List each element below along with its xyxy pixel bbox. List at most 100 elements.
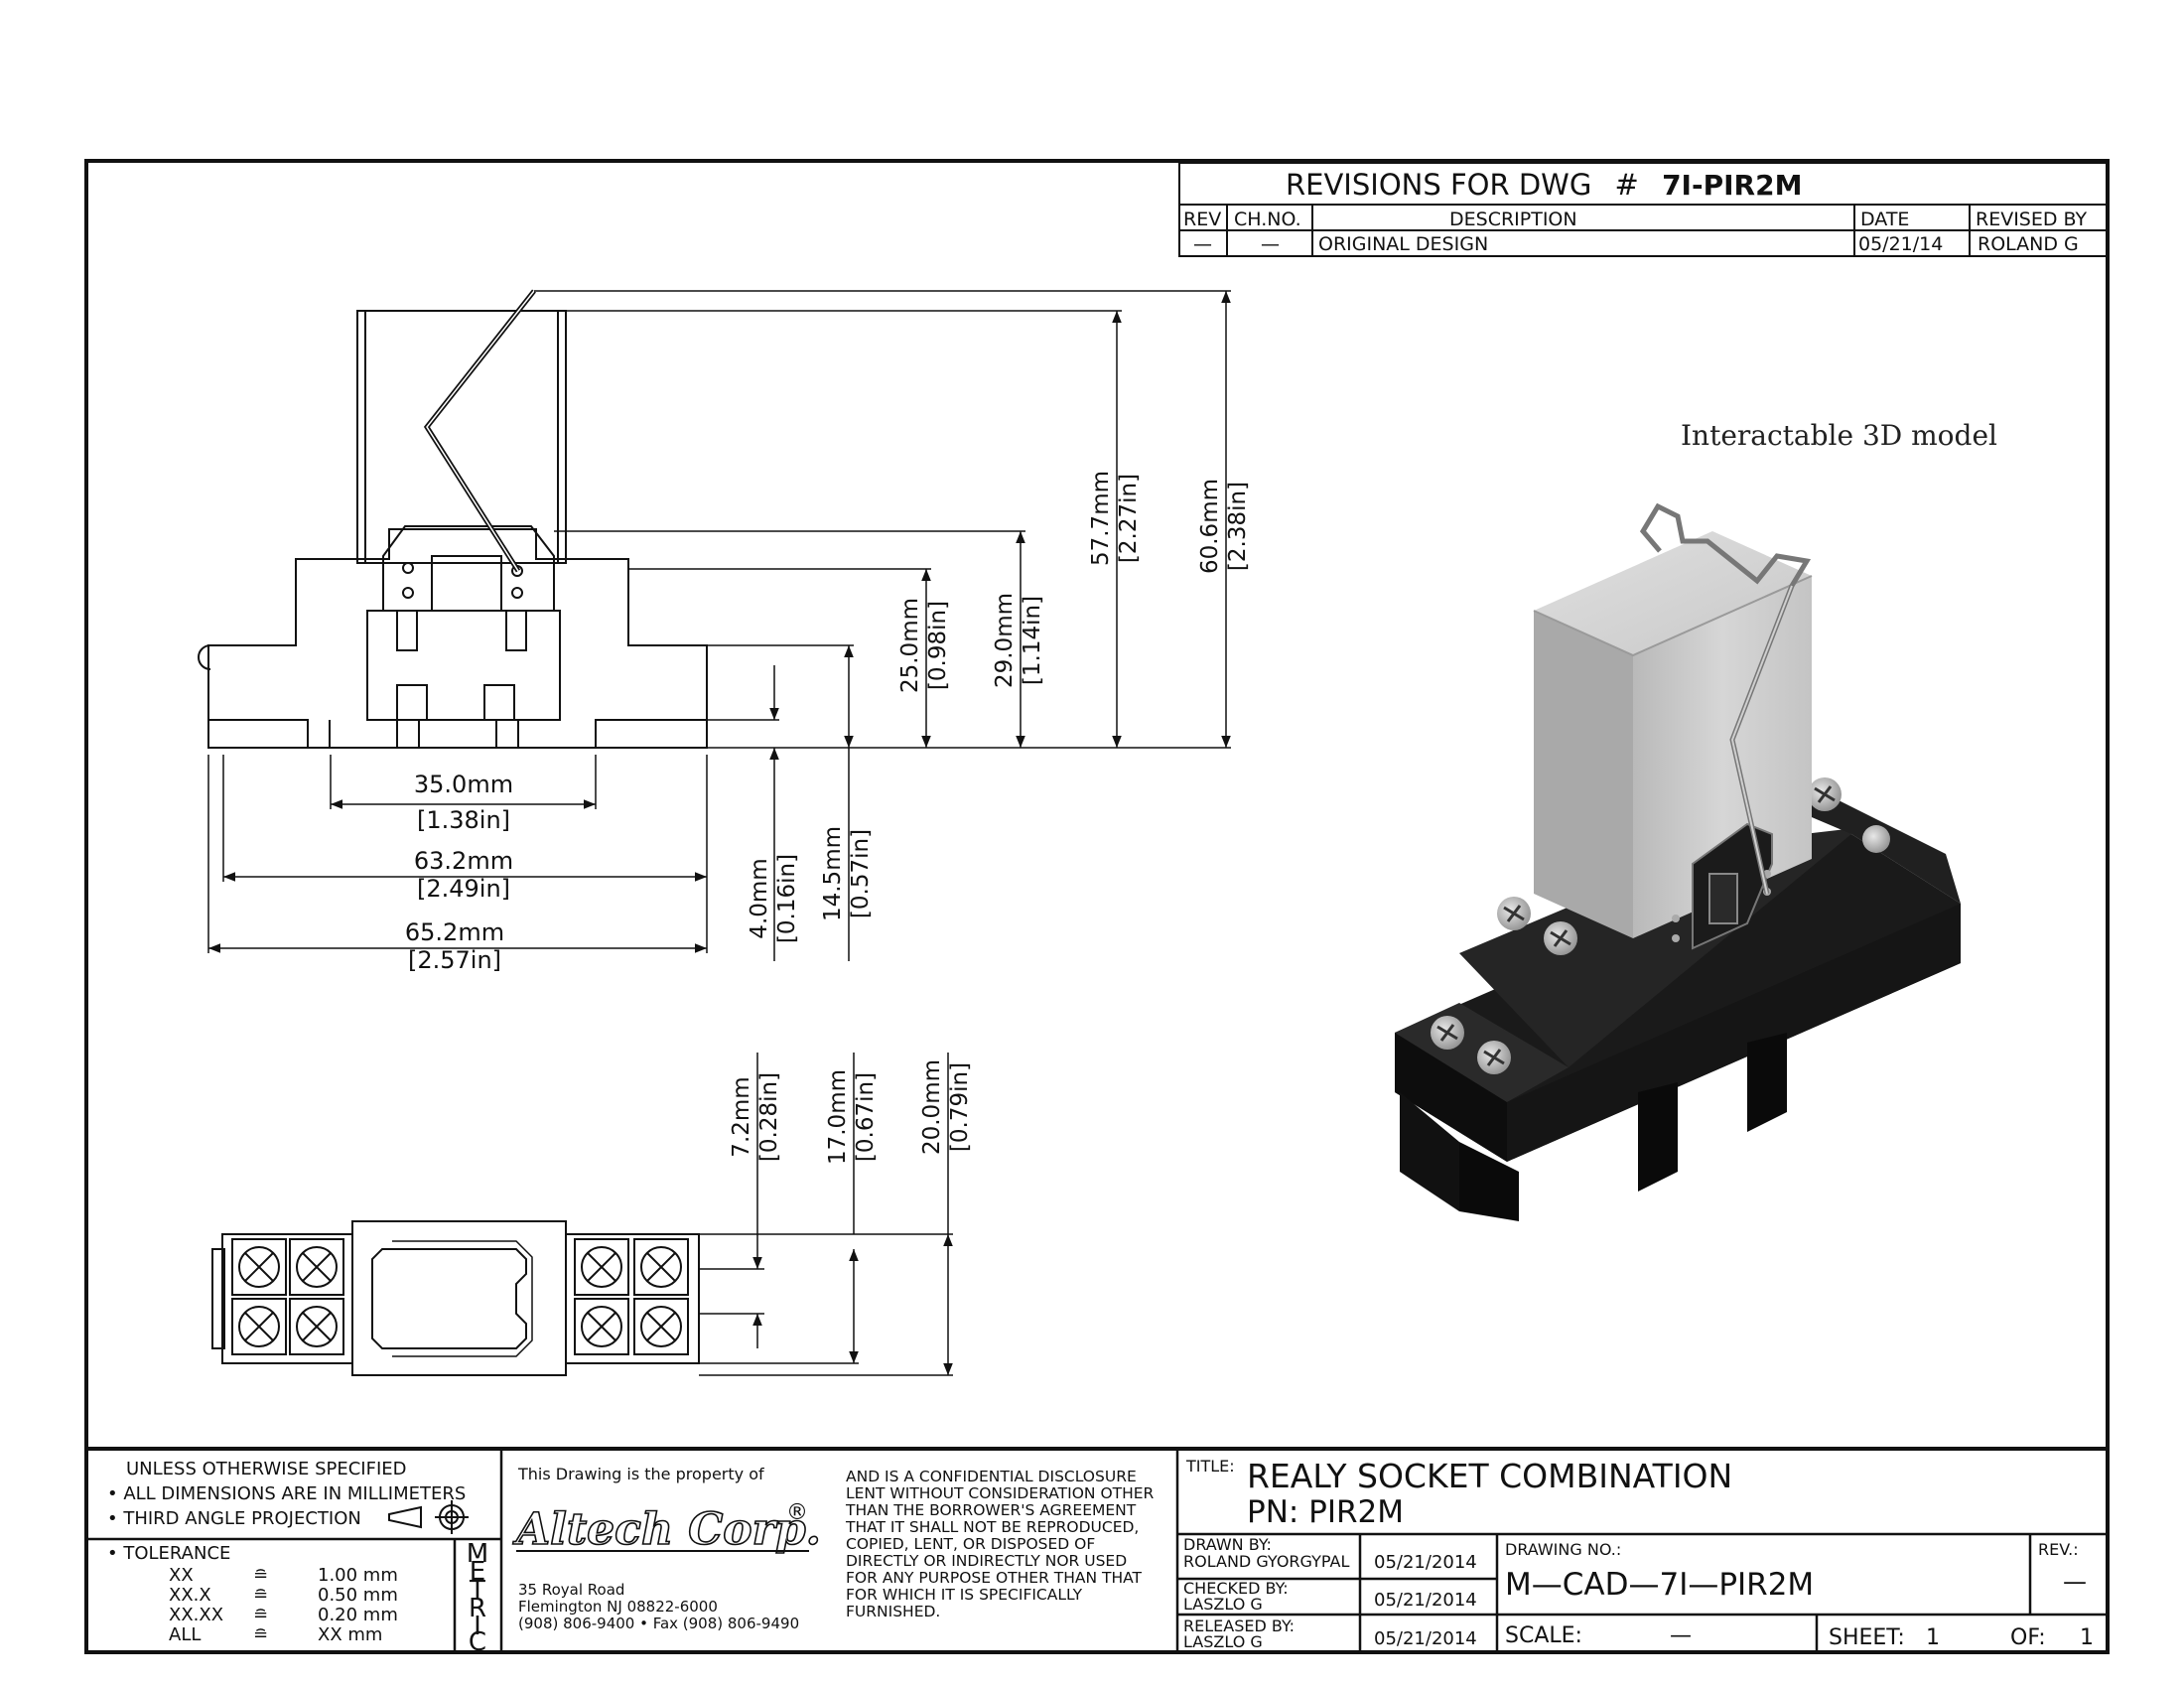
- released-by: LASZLO G: [1183, 1632, 1263, 1651]
- top-view-dims: 7.2mm [0.28in] 17.0mm [0.67in] 20.0mm [0…: [729, 1059, 973, 1165]
- tol-val: 0.50 mm: [318, 1585, 398, 1606]
- dim-4mm-in: [0.16in]: [774, 854, 800, 943]
- title-block-grid: [84, 1447, 2110, 1652]
- row-description: ORIGINAL DESIGN: [1318, 233, 1488, 255]
- dim-606mm-in: [2.38in]: [1225, 482, 1251, 571]
- checked-date: 05/21/2014: [1374, 1590, 1477, 1611]
- title-label: TITLE:: [1185, 1457, 1235, 1476]
- dim-17mm: 17.0mm: [825, 1069, 851, 1165]
- row-revised-by: ROLAND G: [1978, 233, 2079, 255]
- dwg-number: 7I-PIR2M: [1662, 169, 1802, 202]
- drawn-by: ROLAND GYORGYPAL: [1183, 1552, 1349, 1571]
- notice-line: COPIED, LENT, OR DISPOSED OF: [846, 1535, 1095, 1553]
- general-notes: UNLESS OTHERWISE SPECIFIED • ALL DIMENSI…: [107, 1459, 466, 1645]
- dim-577mm: 57.7mm: [1088, 471, 1114, 566]
- dim-652mm: 65.2mm: [405, 918, 504, 946]
- dim-29mm-in: [1.14in]: [1020, 596, 1045, 685]
- tol-sym: ≘: [253, 1585, 268, 1606]
- dim-145mm-in: [0.57in]: [848, 829, 874, 918]
- row-date: 05/21/14: [1858, 233, 1943, 255]
- rev-value: —: [2063, 1568, 2087, 1596]
- dim-72mm: 7.2mm: [729, 1076, 754, 1157]
- drawing-title: REALY SOCKET COMBINATION: [1247, 1457, 1732, 1495]
- registered-mark: ®: [786, 1500, 808, 1525]
- dim-35mm: 35.0mm: [414, 771, 513, 798]
- sheet-value: 1: [1926, 1625, 1940, 1650]
- tol-key: ALL: [169, 1624, 201, 1645]
- note-tolerance: • TOLERANCE: [107, 1543, 230, 1564]
- scale-label: SCALE:: [1505, 1623, 1582, 1648]
- notice-line: DIRECTLY OR INDIRECTLY NOR USED: [846, 1552, 1127, 1570]
- svg-text:REVISIONS FOR DWG # 7I: REVISIONS FOR DWG # 7I-PIR2M: [1286, 168, 1802, 202]
- checked-by-label: CHECKED BY:: [1183, 1579, 1289, 1598]
- metric-letter: T: [469, 1576, 485, 1606]
- notice-line: FURNISHED.: [846, 1603, 940, 1620]
- metric-label: M E T R I C: [467, 1539, 488, 1657]
- address-line-2: Flemington NJ 08822-6000: [518, 1598, 718, 1616]
- metric-letter: R: [469, 1594, 486, 1623]
- dim-606mm: 60.6mm: [1197, 479, 1223, 574]
- tol-sym: ≘: [253, 1605, 268, 1625]
- revisions-table: [1178, 162, 2108, 257]
- dim-632mm-in: [2.49in]: [417, 875, 510, 903]
- side-view-width-dims: 35.0mm [1.38in] 63.2mm [2.49in] 65.2mm […: [405, 771, 513, 974]
- col-chno: CH.NO.: [1234, 209, 1301, 230]
- title-area: TITLE: REALY SOCKET COMBINATION PN: PIR2…: [1185, 1457, 1732, 1530]
- revisions-header: REVISIONS FOR DWG: [1286, 168, 1591, 202]
- dim-29mm: 29.0mm: [992, 593, 1018, 688]
- phone-fax: (908) 806-9400 • Fax (908) 806-9490: [518, 1615, 799, 1632]
- row-chno: —: [1261, 233, 1280, 255]
- checked-by: LASZLO G: [1183, 1595, 1263, 1614]
- rev-label: REV.:: [2038, 1540, 2079, 1559]
- revisions-hash: #: [1615, 168, 1639, 202]
- drawn-by-label: DRAWN BY:: [1183, 1535, 1272, 1554]
- metric-letter: E: [470, 1557, 485, 1587]
- col-date: DATE: [1860, 209, 1909, 230]
- tol-key: XX.X: [169, 1585, 211, 1606]
- notice-line: LENT WITHOUT CONSIDERATION OTHER: [846, 1484, 1155, 1502]
- company-logo: Altech Corp.: [512, 1504, 821, 1555]
- sheet-label: SHEET:: [1829, 1625, 1905, 1650]
- released-by-label: RELEASED BY:: [1183, 1617, 1295, 1635]
- company-block: This Drawing is the property of Altech C…: [511, 1465, 822, 1632]
- tol-key: XX: [169, 1565, 194, 1586]
- tol-val: 1.00 mm: [318, 1565, 398, 1586]
- property-of: This Drawing is the property of: [517, 1465, 764, 1483]
- row-rev: —: [1193, 233, 1212, 255]
- note-third-angle: • THIRD ANGLE PROJECTION: [107, 1508, 361, 1529]
- metric-letter: C: [469, 1627, 486, 1657]
- relay-3d-model[interactable]: [1395, 502, 1961, 1221]
- dim-4mm: 4.0mm: [747, 858, 772, 938]
- revisions-columns: REV CH.NO. DESCRIPTION DATE REVISED BY: [1183, 209, 2088, 230]
- dim-17mm-in: [0.67in]: [853, 1072, 879, 1162]
- dim-652mm-in: [2.57in]: [408, 946, 501, 974]
- dim-72mm-in: [0.28in]: [756, 1072, 782, 1162]
- drawn-date: 05/21/2014: [1374, 1552, 1477, 1573]
- notice-line: THAN THE BORROWER'S AGREEMENT: [845, 1501, 1137, 1519]
- drawing-sheet: [84, 159, 2110, 1654]
- notice-line: AND IS A CONFIDENTIAL DISCLOSURE: [846, 1468, 1137, 1485]
- notice-line: FOR ANY PURPOSE OTHER THAN THAT: [846, 1569, 1143, 1587]
- dim-25mm: 25.0mm: [897, 598, 923, 693]
- third-angle-projection-icon: [388, 1500, 469, 1534]
- tol-key: XX.XX: [169, 1605, 223, 1625]
- of-value: 1: [2080, 1625, 2094, 1650]
- side-view-drawing: [198, 289, 1231, 961]
- released-date: 05/21/2014: [1374, 1628, 1477, 1649]
- dim-35mm-in: [1.38in]: [417, 806, 510, 834]
- dim-632mm: 63.2mm: [414, 847, 513, 875]
- metric-letter: I: [474, 1612, 481, 1641]
- scale-value: —: [1670, 1623, 1692, 1648]
- drawing-no-label: DRAWING NO.:: [1505, 1540, 1621, 1559]
- model-label: Interactable 3D model: [1681, 419, 1997, 452]
- confidentiality-notice: AND IS A CONFIDENTIAL DISCLOSURE LENT WI…: [845, 1468, 1155, 1620]
- note-unless: UNLESS OTHERWISE SPECIFIED: [126, 1459, 407, 1479]
- dim-20mm-in: [0.79in]: [947, 1062, 973, 1152]
- revision-row: — — ORIGINAL DESIGN 05/21/14 ROLAND G: [1193, 233, 2079, 255]
- tol-val: 0.20 mm: [318, 1605, 398, 1625]
- signoff-block: DRAWN BY: ROLAND GYORGYPAL 05/21/2014 CH…: [1183, 1535, 1477, 1651]
- dim-145mm: 14.5mm: [820, 826, 846, 921]
- address-line-1: 35 Royal Road: [518, 1581, 624, 1599]
- drawing-number-block: DRAWING NO.: M—CAD—7I—PIR2M REV.: — SCAL…: [1505, 1540, 2094, 1650]
